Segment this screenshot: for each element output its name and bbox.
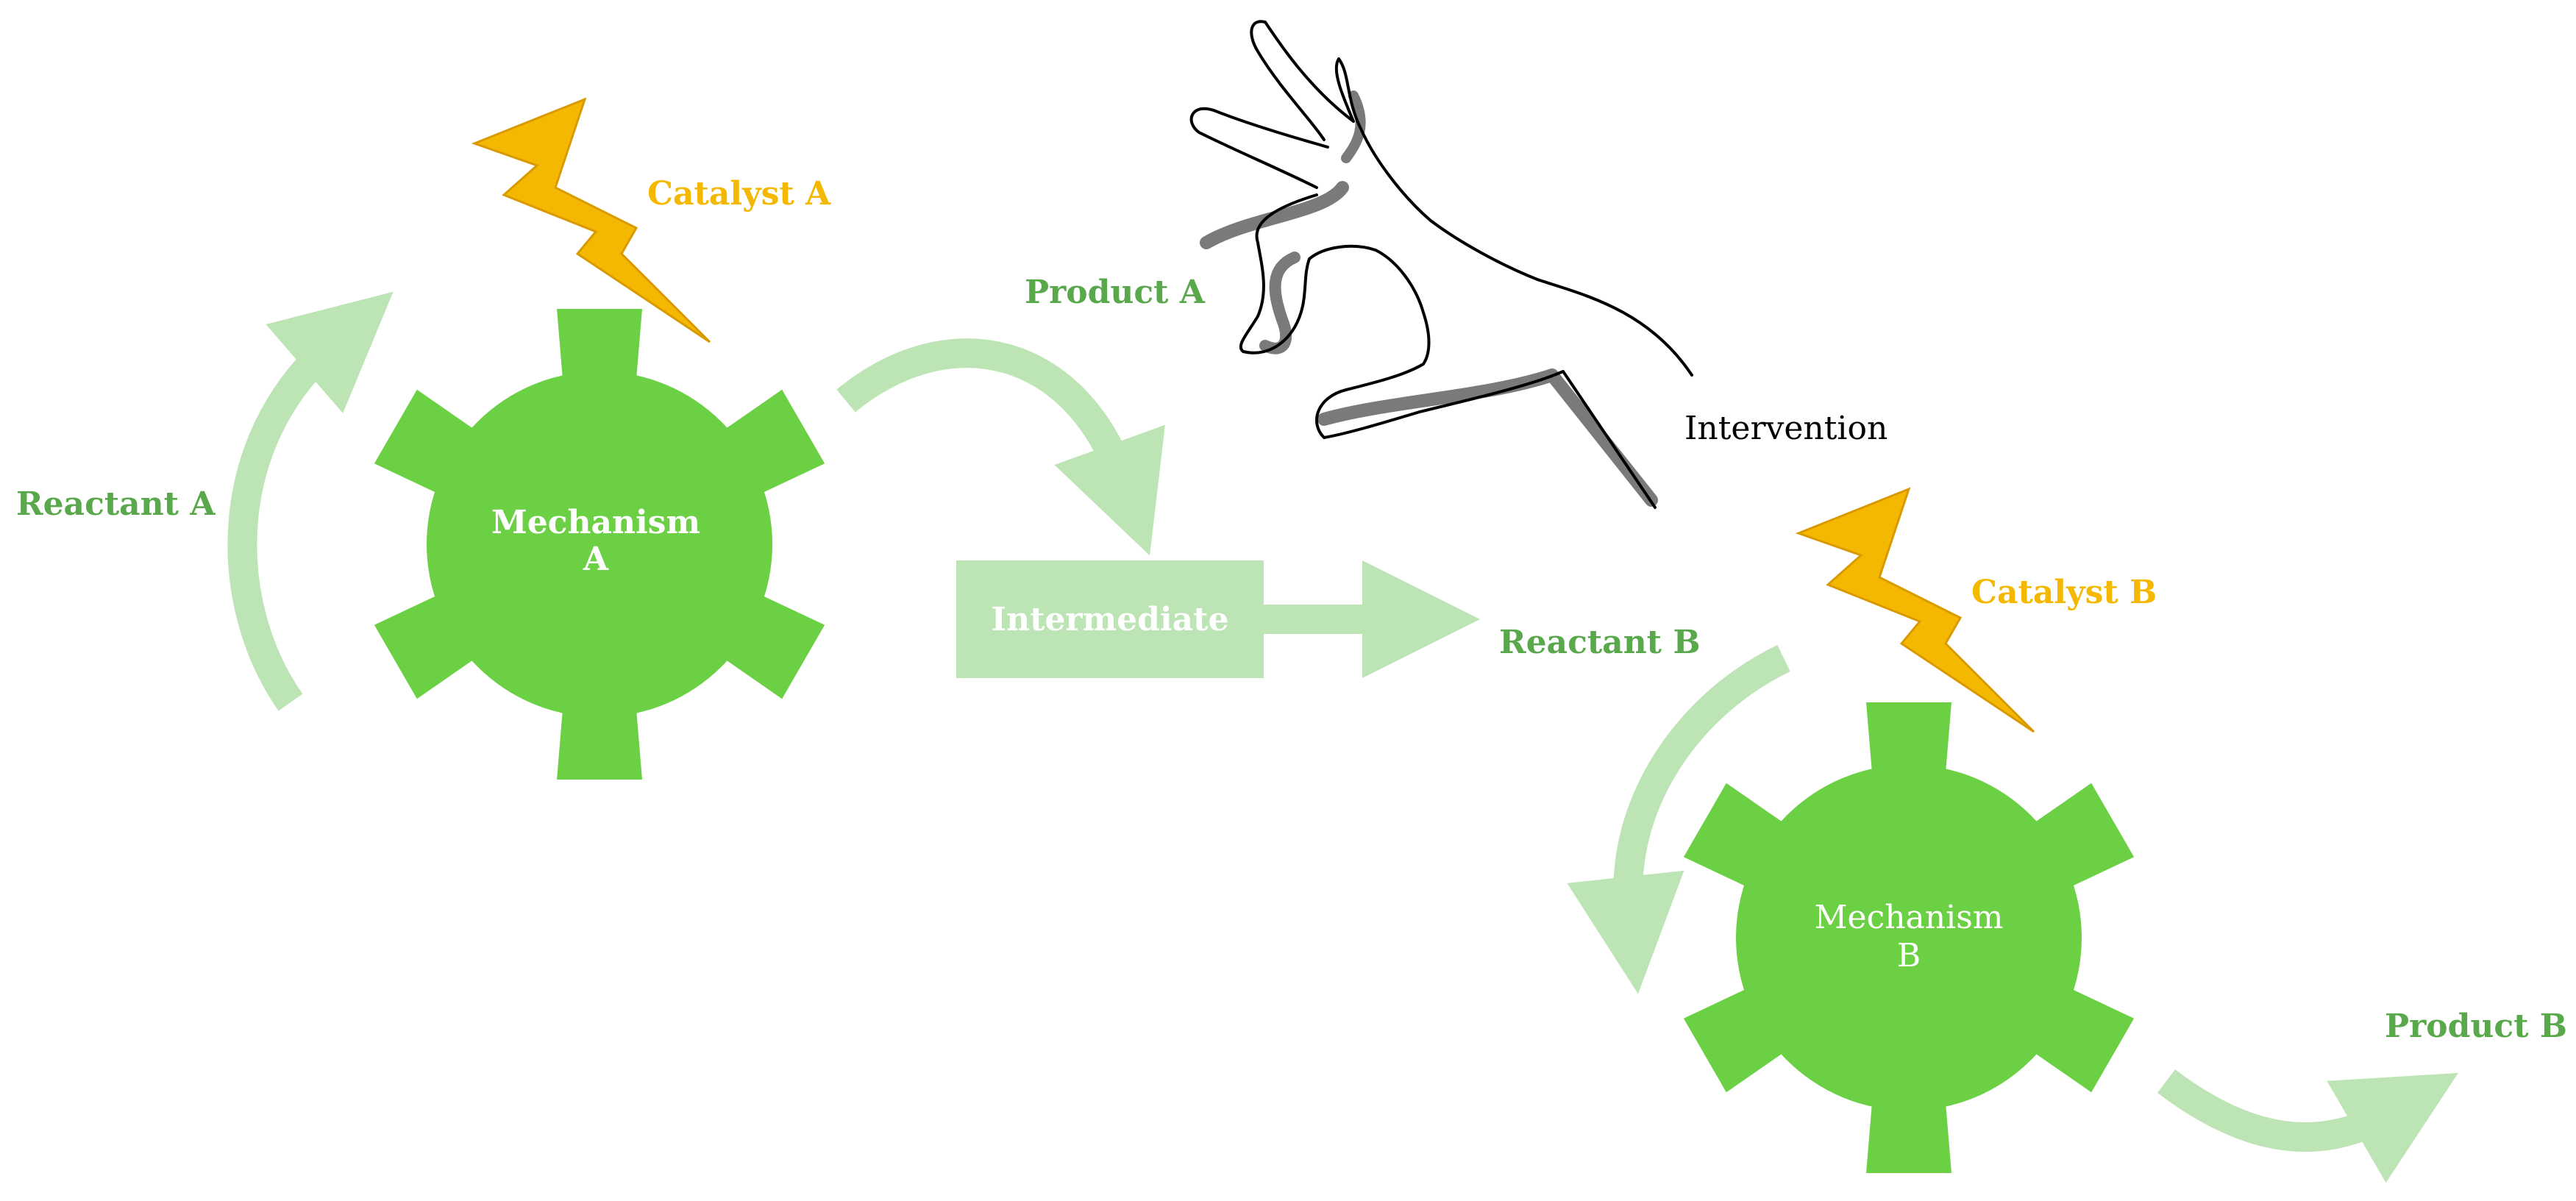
reactant-a-label: Reactant A [16,485,216,523]
mechanism-b-label-line1: Mechanism [1814,899,2003,936]
mechanism-a-label-line2: A [583,541,609,578]
product-b-label: Product B [2385,1008,2567,1045]
reactant-b-label: Reactant B [1499,624,1701,661]
intervention-label: Intervention [1684,410,1887,447]
catalyst-a-bolt-icon [473,98,711,343]
intermediate-label: Intermediate [992,601,1229,638]
catalyst-a-label: Catalyst A [647,175,831,213]
product-a-arrow [836,338,1165,556]
mechanism-b-label-line2: B [1897,937,1921,974]
reactant-b-arrow [1567,644,1790,994]
catalyst-b-label: Catalyst B [1971,574,2157,611]
mechanism-a-label-line1: Mechanism [491,504,700,541]
product-a-label: Product A [1025,274,1206,311]
product-b-arrow [2157,1069,2458,1183]
intervention-hand-icon [1189,20,1693,509]
reactant-a-arrow [227,291,394,711]
intermediate-box [956,560,1264,678]
